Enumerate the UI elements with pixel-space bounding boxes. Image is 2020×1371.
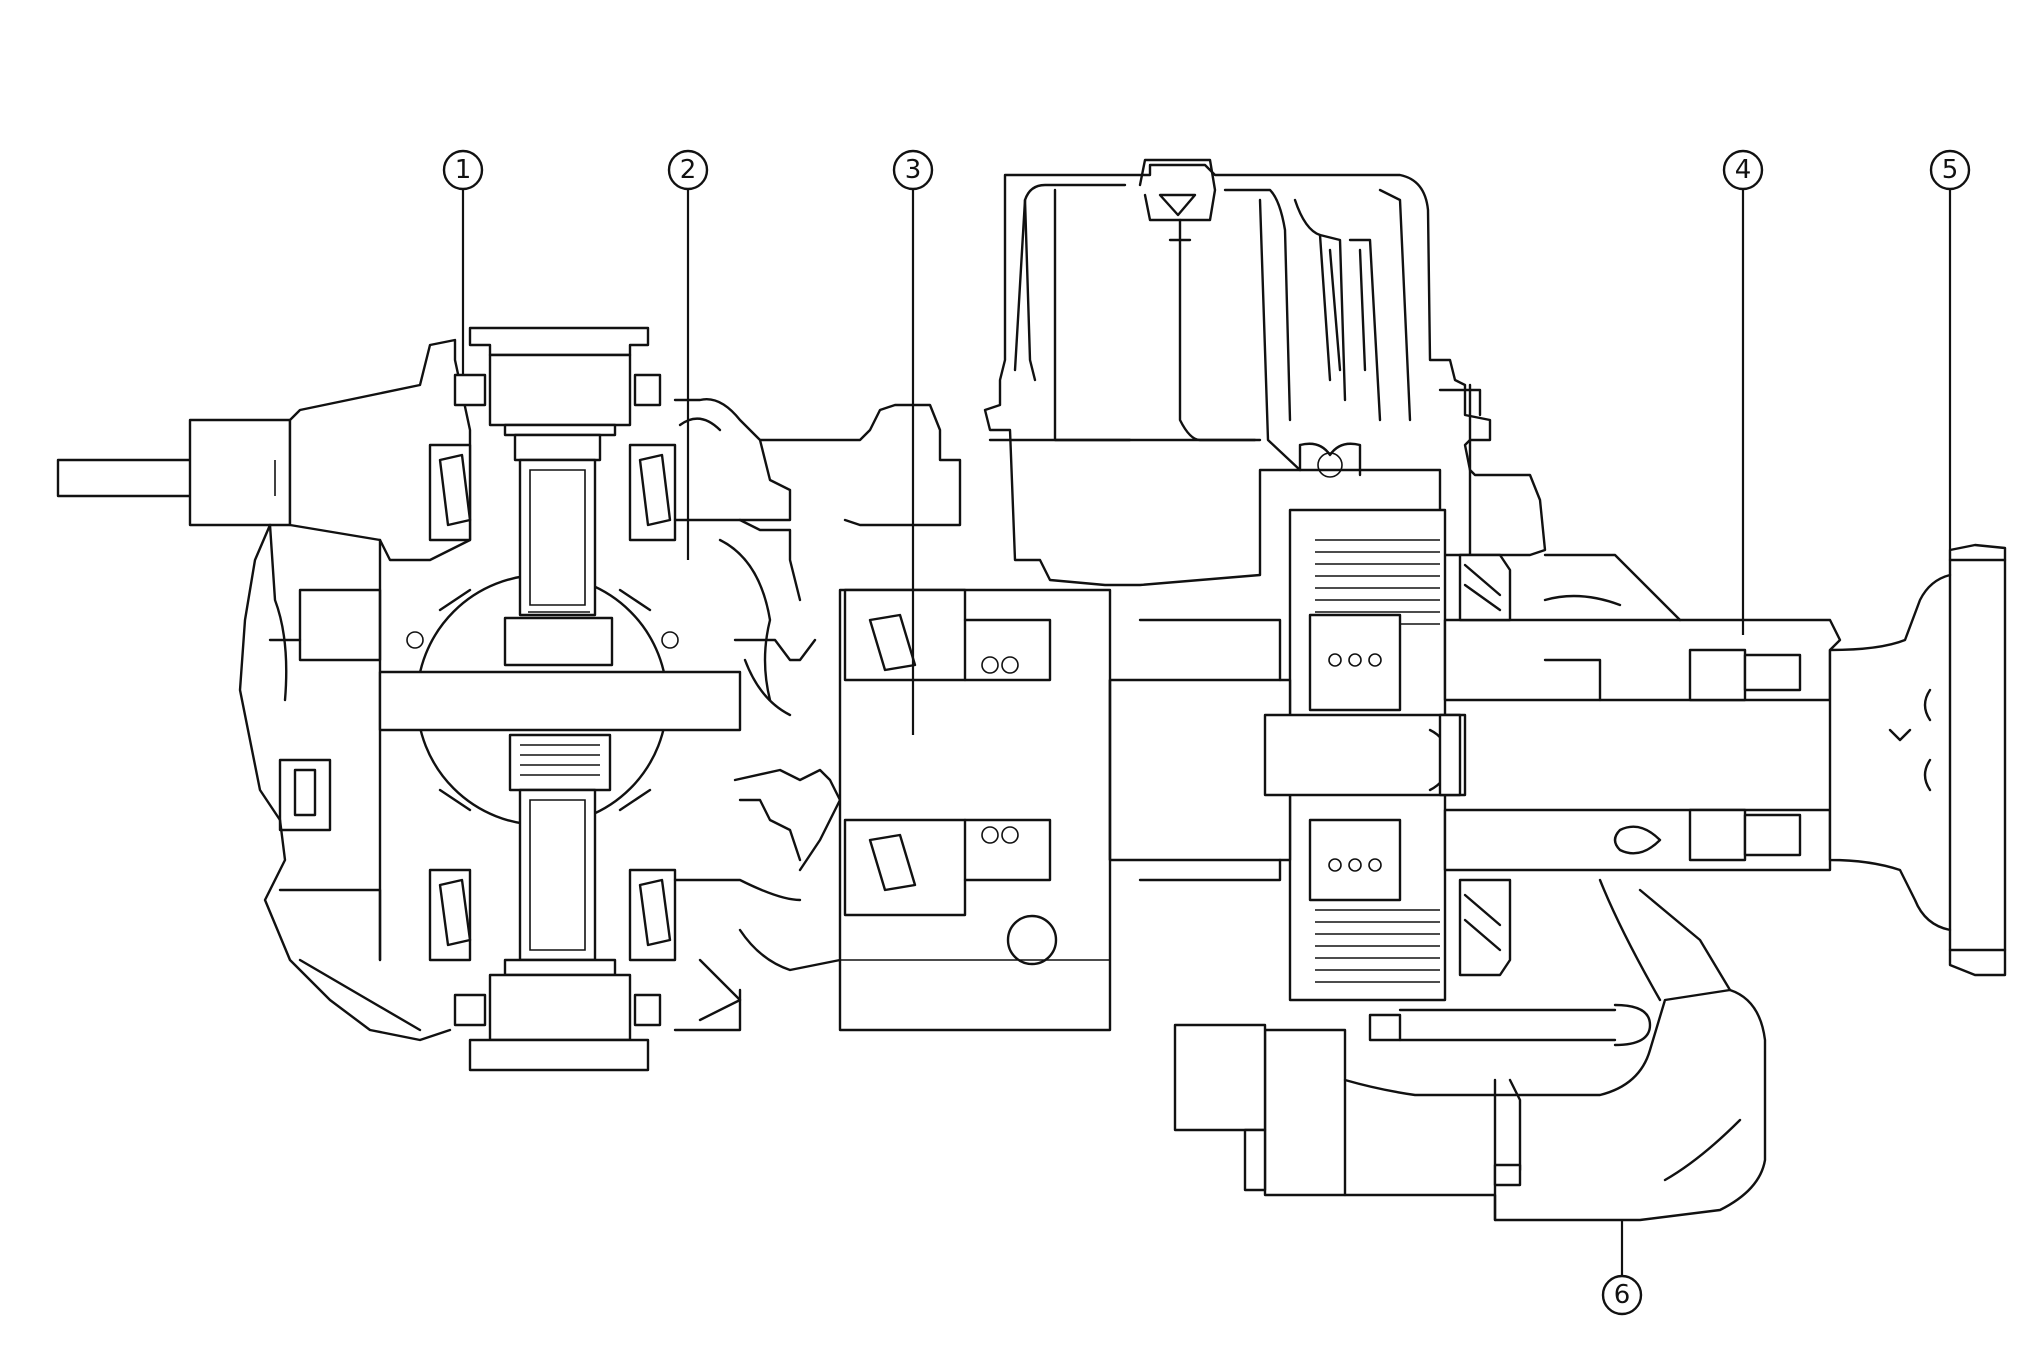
callout-5: 5 <box>1929 149 1971 191</box>
callout-5-label: 5 <box>1942 155 1959 185</box>
output-shaft <box>1443 553 1842 977</box>
callout-3-label: 3 <box>905 155 922 185</box>
callout-6-label: 6 <box>1614 1280 1631 1310</box>
callout-4: 4 <box>1722 149 1764 191</box>
callout-2-label: 2 <box>680 155 697 185</box>
differential-carrier <box>378 458 742 962</box>
output-flange <box>1828 543 2007 977</box>
pinion-gear-block <box>838 588 1112 1032</box>
upper-actuator-housing <box>983 158 1547 587</box>
actuator-motor <box>1173 878 1767 1222</box>
differential-housing <box>238 338 472 1042</box>
callout-2: 2 <box>667 149 709 191</box>
callout-6: 6 <box>1601 1274 1643 1316</box>
callout-1-label: 1 <box>455 155 472 185</box>
upper-side-gear-seal <box>428 326 677 542</box>
callout-3: 3 <box>892 149 934 191</box>
ring-gear-housing <box>673 398 962 1032</box>
left-flange-shaft <box>56 418 320 527</box>
callout-1: 1 <box>442 149 484 191</box>
upper-clutch-plates <box>1315 539 1440 625</box>
lower-side-gear-teeth <box>520 744 600 776</box>
callout-leaders <box>461 190 1952 1275</box>
main-shaft <box>1108 618 1467 882</box>
lower-clutch-plates <box>1315 909 1440 983</box>
callout-4-label: 4 <box>1735 155 1752 185</box>
lower-side-gear-seal <box>428 868 677 1072</box>
